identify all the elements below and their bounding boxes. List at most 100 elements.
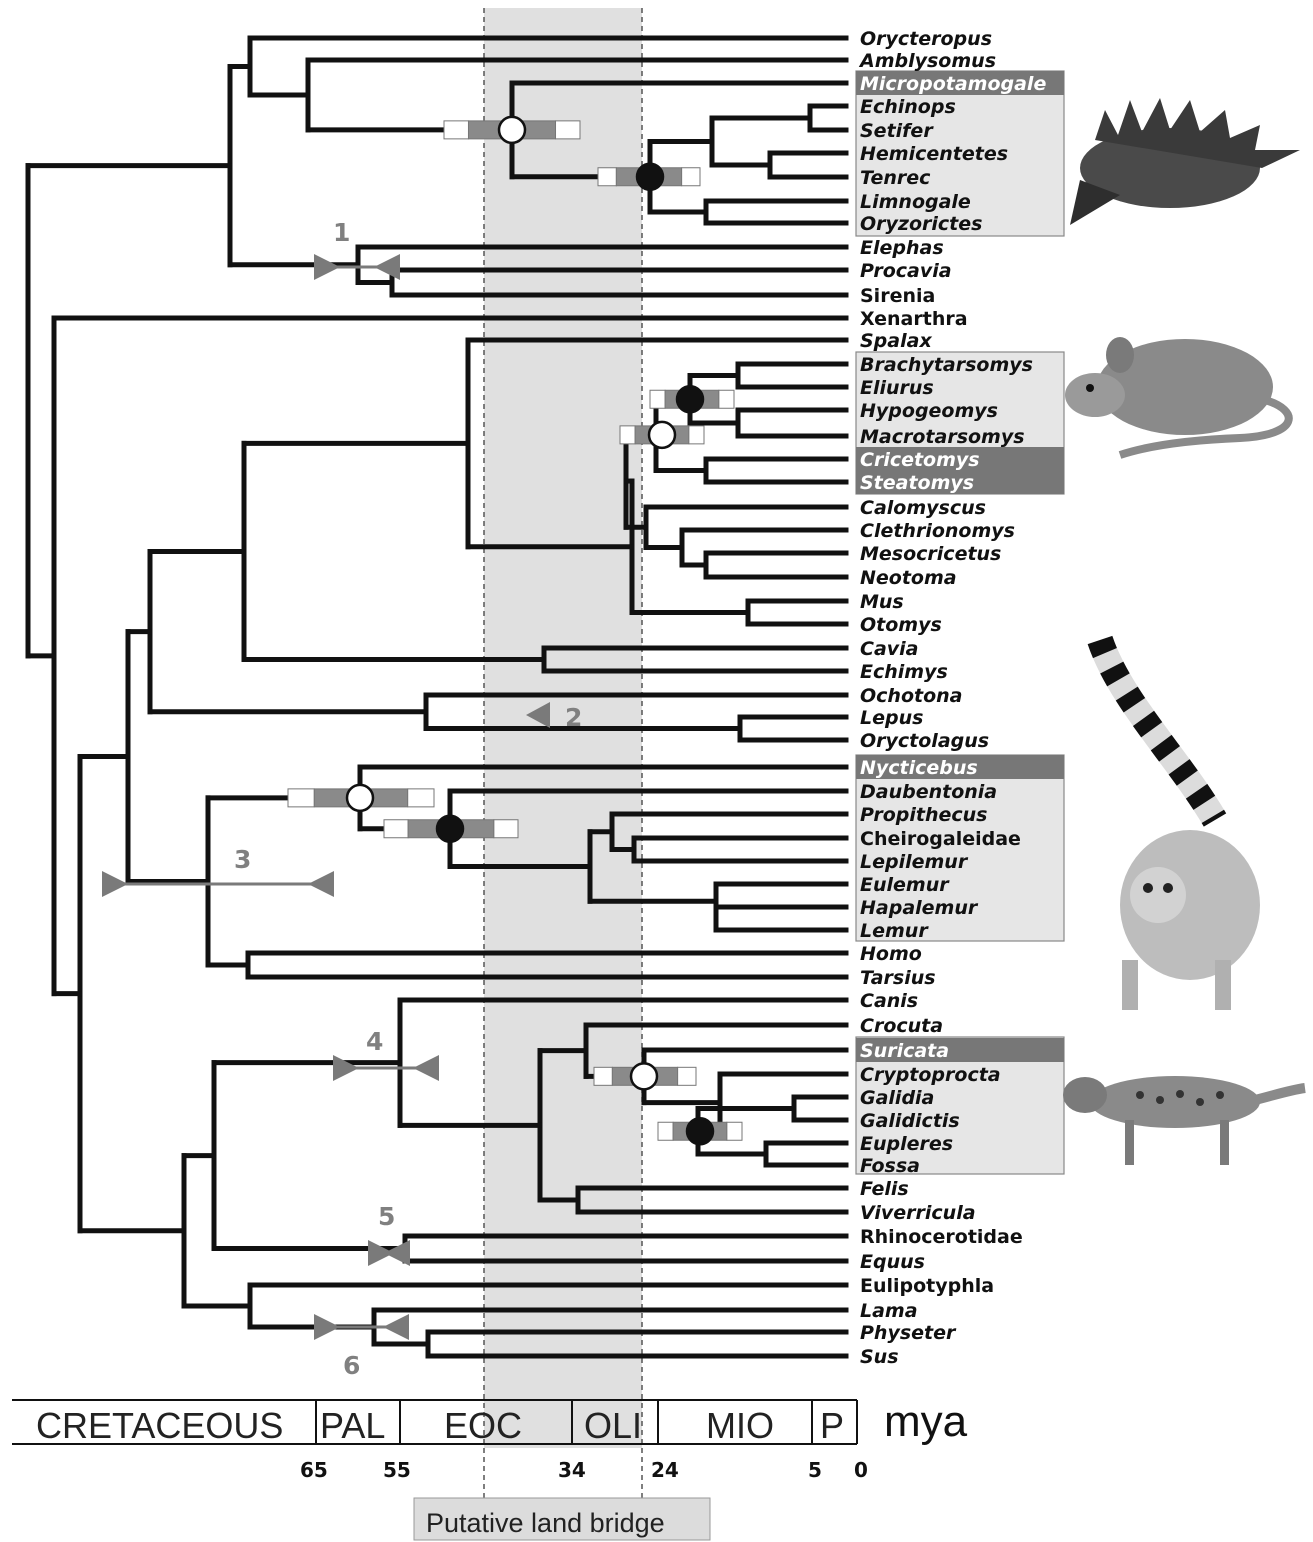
taxon-label: Macrotarsomys xyxy=(860,426,1025,448)
time-unit: mya xyxy=(884,1397,968,1446)
dispersal-label-1: 1 xyxy=(333,218,350,247)
taxon-label: Canis xyxy=(860,990,918,1012)
taxon-label: Lepus xyxy=(860,707,923,729)
taxon-label: Neotoma xyxy=(860,567,957,589)
dispersal-3: 3 xyxy=(102,845,334,897)
taxon-label: Limnogale xyxy=(860,191,971,213)
taxon-label: Amblysomus xyxy=(858,50,996,72)
tick-0: 0 xyxy=(854,1458,868,1482)
taxon-label: Sirenia xyxy=(860,285,935,307)
open-node-marker xyxy=(444,117,580,143)
taxon-label: Mesocricetus xyxy=(860,543,1001,565)
taxon-label: Xenarthra xyxy=(860,308,968,330)
taxon-label: Crocuta xyxy=(860,1015,943,1037)
taxon-label: Hemicentetes xyxy=(860,143,1008,165)
taxon-label: Felis xyxy=(860,1178,909,1200)
land-bridge-caption: Putative land bridge xyxy=(414,1498,710,1540)
carnivoran-image xyxy=(1063,1076,1305,1165)
land-bridge-label: Putative land bridge xyxy=(426,1508,665,1538)
taxon-label: Eulemur xyxy=(860,874,950,896)
arrow-left-icon xyxy=(374,254,400,280)
open-node-marker xyxy=(594,1063,696,1089)
taxon-label: Propithecus xyxy=(860,804,987,826)
taxon-label: Hapalemur xyxy=(860,897,979,919)
dispersal-label-6: 6 xyxy=(343,1351,360,1380)
dispersal-6: 6 xyxy=(314,1314,409,1380)
taxon-label: Setifer xyxy=(860,120,934,142)
taxon-label: Eupleres xyxy=(860,1133,953,1155)
taxon-label: Daubentonia xyxy=(860,781,997,803)
timescale: CRETACEOUS PAL EOC OLI MIO P mya 65 55 3… xyxy=(12,1397,968,1482)
tick-34: 34 xyxy=(558,1458,586,1482)
taxon-label: Echinops xyxy=(860,96,956,118)
taxon-label: Oryctolagus xyxy=(860,730,989,752)
taxon-label: Clethrionomys xyxy=(860,520,1015,542)
taxon-label: Echimys xyxy=(860,661,948,683)
taxon-label: Steatomys xyxy=(860,472,974,494)
taxon-label: Cavia xyxy=(860,638,918,660)
arrow-left-icon xyxy=(384,1240,410,1266)
taxon-label: Homo xyxy=(860,943,922,965)
filled-node-marker xyxy=(658,1118,742,1144)
arrow-left-icon xyxy=(413,1055,439,1081)
tenrec-image xyxy=(1070,98,1300,225)
dispersal-label-2: 2 xyxy=(565,703,582,732)
taxon-label: Hypogeomys xyxy=(860,400,998,422)
taxon-label: Rhinocerotidae xyxy=(860,1226,1023,1248)
taxon-label: Cricetomys xyxy=(860,449,980,471)
taxon-label: Nycticebus xyxy=(860,757,978,779)
tick-55: 55 xyxy=(383,1458,411,1482)
taxon-label: Viverricula xyxy=(860,1202,976,1224)
taxon-label: Tarsius xyxy=(860,967,936,989)
era-miocene: MIO xyxy=(706,1405,774,1446)
era-paleocene: PAL xyxy=(320,1405,385,1446)
open-node-marker xyxy=(288,785,434,811)
taxon-label: Tenrec xyxy=(860,167,931,189)
taxon-label: Lemur xyxy=(860,920,929,942)
filled-node-marker xyxy=(384,816,518,842)
era-eocene: EOC xyxy=(444,1405,522,1446)
taxon-label: Cryptoprocta xyxy=(860,1064,1001,1086)
arrow-right-icon xyxy=(102,871,128,897)
dispersal-4: 4 xyxy=(333,1027,439,1081)
taxon-label: Oryzorictes xyxy=(860,213,982,235)
taxon-label: Fossa xyxy=(860,1155,920,1177)
dispersal-label-5: 5 xyxy=(378,1202,395,1231)
taxon-label: Physeter xyxy=(860,1322,957,1344)
rodent-image xyxy=(1065,337,1289,455)
taxon-label: Equus xyxy=(860,1251,925,1273)
lemur-image xyxy=(1100,640,1260,1010)
taxon-label: Elephas xyxy=(860,237,944,259)
era-oligocene: OLI xyxy=(584,1405,642,1446)
tick-24: 24 xyxy=(651,1458,679,1482)
dispersal-label-3: 3 xyxy=(234,845,251,874)
arrow-right-icon xyxy=(333,1055,359,1081)
tree-branches xyxy=(28,38,846,1356)
taxon-label: Procavia xyxy=(860,260,952,282)
taxon-label: Spalax xyxy=(860,330,932,352)
taxon-label: Ochotona xyxy=(860,685,962,707)
era-cretaceous: CRETACEOUS xyxy=(36,1405,283,1446)
taxon-label: Eulipotyphla xyxy=(860,1275,994,1297)
taxon-label: Suricata xyxy=(860,1040,949,1062)
taxon-label: Lepilemur xyxy=(860,851,969,873)
taxon-label: Eliurus xyxy=(860,377,934,399)
taxon-label: Micropotamogale xyxy=(860,73,1046,95)
arrow-right-icon xyxy=(314,1314,340,1340)
taxon-label: Cheirogaleidae xyxy=(860,828,1021,850)
arrow-left-icon xyxy=(308,871,334,897)
taxon-label: Mus xyxy=(860,591,904,613)
taxon-label: Galidia xyxy=(860,1087,934,1109)
tick-5: 5 xyxy=(808,1458,822,1482)
dispersal-label-4: 4 xyxy=(366,1027,383,1056)
arrow-left-icon xyxy=(383,1314,409,1340)
tick-65: 65 xyxy=(300,1458,328,1482)
filled-node-marker xyxy=(598,164,700,190)
taxon-label: Orycteropus xyxy=(860,28,992,50)
taxon-label: Galidictis xyxy=(860,1110,960,1132)
taxon-label: Calomyscus xyxy=(860,497,986,519)
era-pliocene: P xyxy=(820,1405,844,1446)
taxon-label: Lama xyxy=(860,1300,918,1322)
arrow-right-icon xyxy=(314,254,340,280)
